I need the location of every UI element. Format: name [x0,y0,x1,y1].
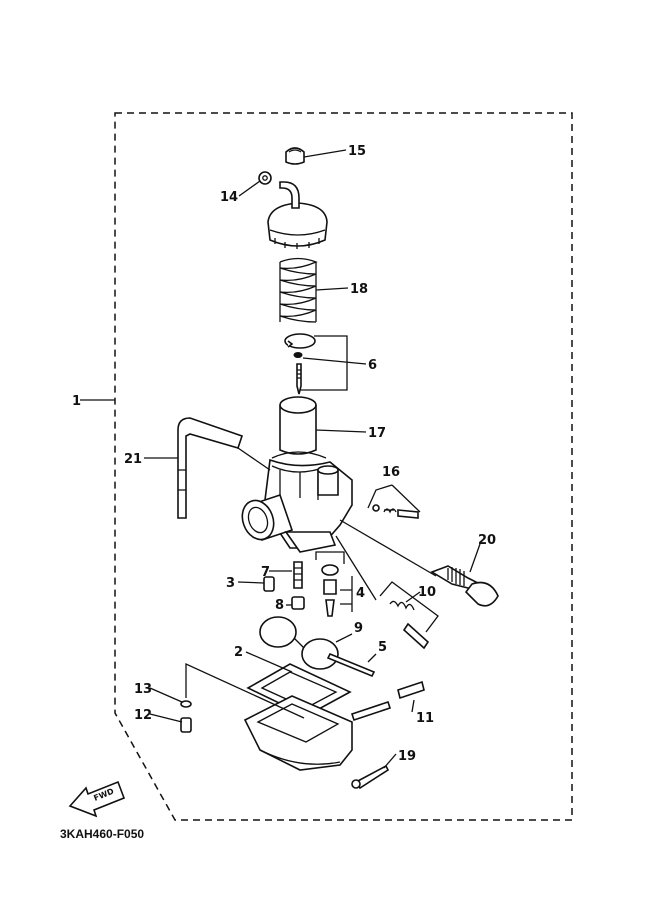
part-20-starter-plunger [430,565,499,607]
callout-2: 2 [234,645,243,660]
part-12-screw [180,717,192,733]
part-11-drain-parts [350,680,425,722]
part-6-clip-and-needle [284,333,316,395]
part-7-needle-jet [293,561,303,589]
callout-9: 9 [354,621,363,636]
part-17-throttle-valve [279,396,317,455]
part-9-float [259,616,339,670]
callout-15: 15 [348,144,366,159]
part-21-hose [177,417,244,519]
assembly-boundary [114,112,573,821]
part-18-spring [279,257,318,323]
callout-7: 7 [261,565,270,580]
float-bowl [243,695,353,771]
callout-18: 18 [350,282,368,297]
callout-5: 5 [378,640,387,655]
callout-19: 19 [398,749,416,764]
callout-14: 14 [220,190,238,205]
part-3-jet [263,576,275,592]
part-10-throttle-stop-screw [389,600,430,650]
part-16-pilot-screw [372,504,419,519]
callout-10: 10 [418,585,436,600]
diagram-code: 3KAH460-F050 [60,827,144,841]
callout-1: 1 [72,394,81,409]
fwd-arrow-icon: FWD [68,780,126,818]
callout-6: 6 [368,358,377,373]
part-4-float-valve [321,564,339,617]
leader-lines [80,149,481,769]
carburetor-body [241,451,353,553]
part-13-washer [180,700,192,708]
part-14-nut [258,171,272,185]
mixing-chamber-top [267,181,328,249]
part-15-cap [285,147,305,165]
callout-8: 8 [275,598,284,613]
callout-20: 20 [478,533,496,548]
part-5-float-pin [326,652,376,678]
callout-17: 17 [368,426,386,441]
callout-21: 21 [124,452,142,467]
callout-13: 13 [134,682,152,697]
callout-12: 12 [134,708,152,723]
part-8-main-jet [291,596,305,610]
callout-16: 16 [382,465,400,480]
callout-3: 3 [226,576,235,591]
callout-4: 4 [356,586,365,601]
callout-11: 11 [416,711,434,726]
part-19-screw [351,764,390,790]
